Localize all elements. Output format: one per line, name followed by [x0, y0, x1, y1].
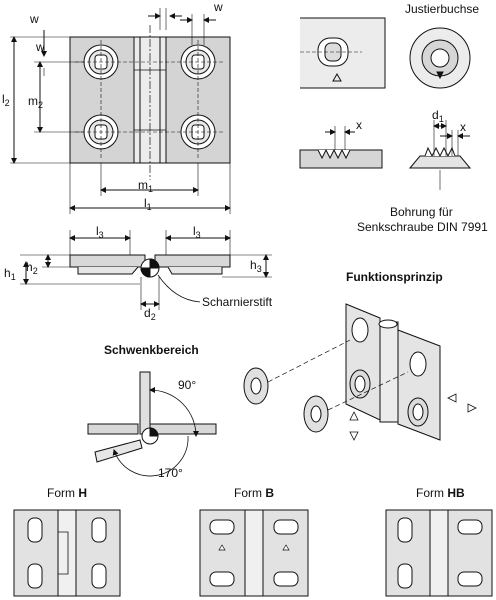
front-view [10, 8, 231, 214]
swivel-range [87, 371, 217, 477]
adjusting-bush-views [299, 17, 472, 190]
side-view [20, 230, 272, 310]
dim-w-top-right: w [214, 0, 223, 14]
dim-x-left: x [356, 118, 362, 132]
label-scharnierstift: Scharnierstift [202, 295, 273, 309]
dim-h1: h1 [4, 266, 16, 282]
form-hb-drawing [385, 509, 493, 597]
dim-l2: l2 [2, 92, 10, 108]
label-bohrung-line1: Bohrung für [390, 205, 453, 219]
label-justierbuchse: Justierbuchse [405, 2, 480, 16]
label-form-h: Form H [47, 486, 88, 500]
function-principle [243, 303, 477, 441]
label-form-hb: Form HB [416, 486, 465, 500]
countersink [408, 155, 472, 169]
form-b-drawing [199, 509, 309, 597]
dim-d1: d1 [432, 108, 444, 124]
dim-m1: m1 [138, 178, 154, 194]
dim-w-left: w [36, 40, 45, 54]
label-bohrung-line2: Senkschraube DIN 7991 [357, 220, 488, 234]
dim-h2: h2 [26, 260, 38, 276]
label-angle-170: 170° [158, 466, 183, 480]
dim-l3-right: l3 [193, 224, 201, 240]
label-angle-90: 90° [178, 378, 197, 392]
form-variants [13, 509, 493, 597]
dim-l3-left: l3 [96, 224, 104, 240]
dim-l1: l1 [144, 196, 152, 212]
dim-x-right: x [460, 120, 466, 134]
label-form-b: Form B [234, 486, 275, 500]
dim-w-left-top: w [30, 12, 39, 26]
dim-h3: h3 [250, 258, 262, 274]
heading-schwenkbereich: Schwenkbereich [104, 343, 199, 357]
dim-m2: m2 [28, 94, 44, 110]
dim-d2: d2 [144, 306, 156, 322]
heading-funktionsprinzip: Funktionsprinzip [346, 270, 443, 284]
form-h-drawing [13, 509, 121, 597]
